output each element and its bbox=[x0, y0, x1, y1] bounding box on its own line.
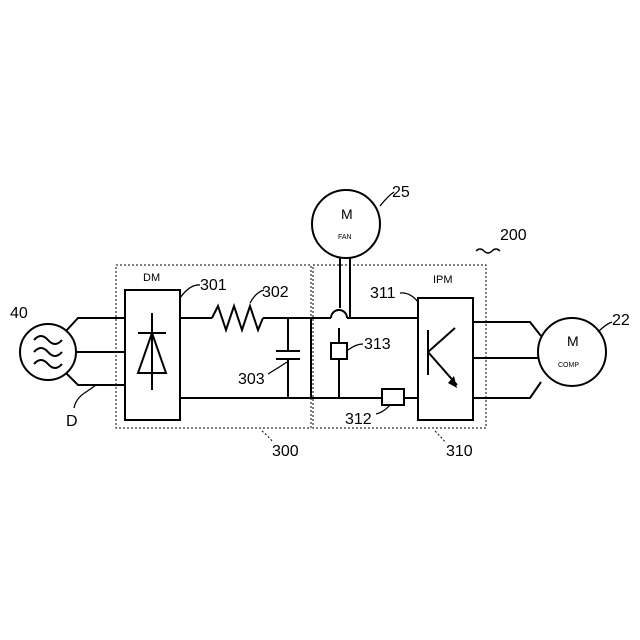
dm-tag-label: DM bbox=[143, 272, 160, 284]
dm-leader bbox=[180, 285, 200, 298]
current-sensor-313 bbox=[331, 343, 347, 359]
converter-box-leader bbox=[262, 431, 273, 442]
fan-motor-leads bbox=[339, 258, 350, 398]
comp-motor-ref-label: 22 bbox=[612, 312, 630, 329]
fan-motor-letter: M bbox=[341, 206, 353, 222]
sensor-312-leader bbox=[376, 405, 390, 414]
ipm-leader bbox=[400, 293, 418, 302]
sensor-313-ref-label: 313 bbox=[364, 336, 391, 353]
line-d-label: D bbox=[66, 413, 78, 430]
bus-crossover bbox=[331, 310, 347, 318]
compressor-motor bbox=[538, 318, 606, 386]
inverter-box-leader bbox=[435, 431, 446, 443]
capacitor-ref-label: 303 bbox=[238, 371, 265, 388]
sensor-312-ref-label: 312 bbox=[345, 411, 372, 428]
dm-ref-label: 301 bbox=[200, 277, 227, 294]
reactor-ref-label: 302 bbox=[262, 284, 289, 301]
ac-source-sine-icon bbox=[20, 324, 76, 380]
inductor-zigzag-icon bbox=[212, 306, 263, 330]
fan-motor-ref-label: 25 bbox=[392, 184, 410, 201]
comp-motor-letter: M bbox=[567, 333, 579, 349]
converter-box-ref-label: 300 bbox=[272, 443, 299, 460]
current-sensor-312 bbox=[382, 389, 404, 405]
fan-motor-sub: FAN bbox=[338, 234, 352, 241]
inverter-box-310 bbox=[313, 265, 486, 428]
ipm-tag-label: IPM bbox=[433, 274, 453, 286]
inverter-box-ref-label: 310 bbox=[446, 443, 473, 460]
capacitor-leader bbox=[268, 362, 287, 374]
output-lines bbox=[473, 322, 541, 398]
ipm-block bbox=[418, 298, 473, 420]
diode-bridge-icon bbox=[138, 313, 166, 390]
capacitor-icon bbox=[276, 318, 300, 398]
system-ref-label: 200 bbox=[500, 227, 527, 244]
source-ref-label: 40 bbox=[10, 305, 28, 322]
sensor-313-leader bbox=[348, 344, 363, 350]
comp-motor-sub: COMP bbox=[558, 362, 579, 369]
fan-motor bbox=[312, 190, 380, 258]
igbt-switch-icon bbox=[428, 328, 457, 388]
line-d-leader bbox=[74, 385, 96, 408]
comp-motor-leader bbox=[598, 322, 612, 332]
ipm-ref-label: 311 bbox=[370, 285, 396, 302]
system-200-leader bbox=[476, 249, 500, 253]
